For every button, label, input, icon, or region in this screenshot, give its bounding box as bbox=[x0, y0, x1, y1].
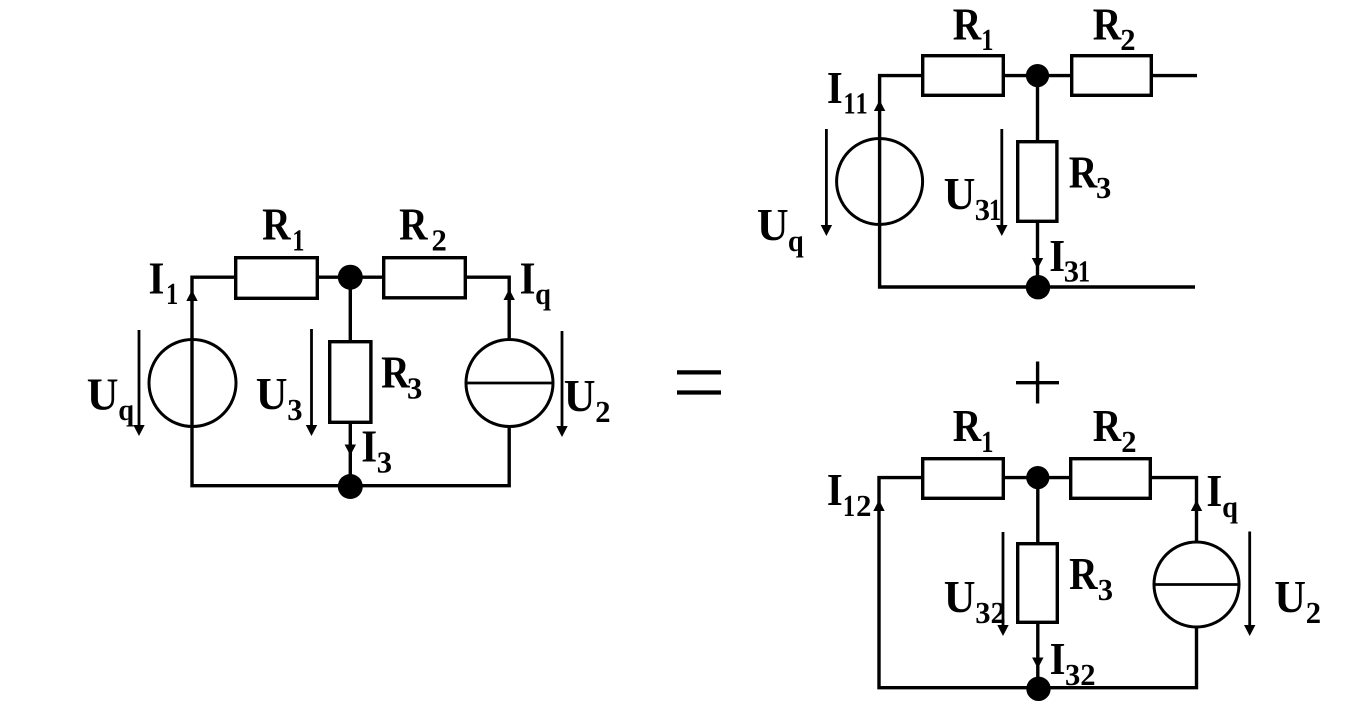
svg-text:1: 1 bbox=[981, 23, 993, 57]
svg-text:R: R bbox=[1069, 548, 1098, 599]
svg-text:1: 1 bbox=[292, 223, 304, 257]
svg-text:R: R bbox=[1069, 146, 1098, 197]
svg-text:q: q bbox=[788, 224, 804, 258]
svg-text:U: U bbox=[87, 368, 119, 419]
svg-text:2: 2 bbox=[1306, 596, 1321, 630]
svg-text:3: 3 bbox=[1064, 255, 1079, 289]
svg-text:q: q bbox=[118, 393, 134, 427]
svg-text:R: R bbox=[399, 199, 428, 250]
svg-text:3: 3 bbox=[407, 371, 422, 405]
svg-text:3: 3 bbox=[287, 393, 302, 427]
svg-text:R: R bbox=[1093, 400, 1122, 451]
svg-text:2: 2 bbox=[991, 596, 1006, 630]
svg-text:1: 1 bbox=[856, 87, 868, 121]
svg-text:I: I bbox=[520, 252, 536, 303]
svg-text:2: 2 bbox=[1121, 425, 1136, 459]
svg-text:3: 3 bbox=[975, 193, 990, 227]
svg-text:U: U bbox=[1274, 571, 1306, 622]
svg-text:1: 1 bbox=[981, 425, 993, 459]
svg-text:R: R bbox=[953, 400, 982, 451]
svg-text:I: I bbox=[827, 62, 843, 113]
svg-text:q: q bbox=[1222, 490, 1238, 524]
svg-text:2: 2 bbox=[595, 395, 610, 429]
svg-text:1: 1 bbox=[1078, 255, 1090, 289]
svg-text:q: q bbox=[535, 277, 551, 311]
svg-text:2: 2 bbox=[1080, 658, 1095, 692]
svg-text:U: U bbox=[944, 571, 976, 622]
svg-text:3: 3 bbox=[377, 445, 392, 479]
svg-text:R: R bbox=[1093, 0, 1122, 49]
svg-text:I: I bbox=[361, 421, 377, 472]
svg-text:2: 2 bbox=[856, 489, 871, 523]
svg-text:2: 2 bbox=[432, 223, 447, 257]
svg-text:R: R bbox=[262, 199, 291, 250]
svg-text:U: U bbox=[564, 370, 596, 421]
svg-text:1: 1 bbox=[989, 193, 1001, 227]
svg-text:3: 3 bbox=[1098, 573, 1113, 607]
svg-text:I: I bbox=[1050, 633, 1066, 684]
svg-text:1: 1 bbox=[843, 87, 855, 121]
svg-text:I: I bbox=[1206, 465, 1222, 516]
svg-text:1: 1 bbox=[166, 277, 178, 311]
svg-text:U: U bbox=[944, 168, 976, 219]
svg-text:I: I bbox=[1049, 230, 1065, 281]
svg-text:I: I bbox=[149, 252, 165, 303]
svg-text:R: R bbox=[381, 347, 410, 398]
svg-text:U: U bbox=[256, 368, 288, 419]
svg-text:I: I bbox=[827, 464, 843, 515]
svg-text:3: 3 bbox=[975, 596, 990, 630]
svg-text:R: R bbox=[953, 0, 982, 49]
svg-text:U: U bbox=[757, 199, 789, 250]
svg-text:3: 3 bbox=[1096, 171, 1111, 205]
svg-text:3: 3 bbox=[1065, 658, 1080, 692]
svg-text:2: 2 bbox=[1120, 23, 1135, 57]
svg-text:1: 1 bbox=[843, 489, 855, 523]
